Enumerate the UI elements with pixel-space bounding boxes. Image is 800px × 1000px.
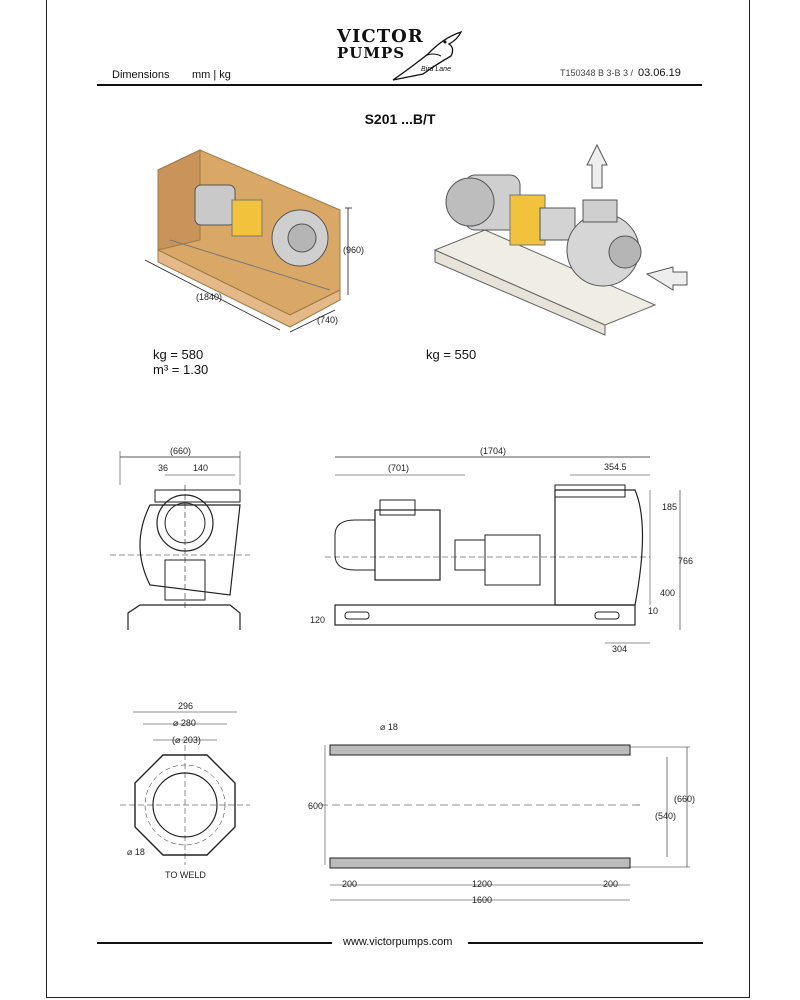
flange-pcd-dim: ⌀ 280 (173, 718, 196, 728)
crate-height-dim: (960) (343, 245, 365, 255)
doc-reference: T150348 B 3-B 3 / (560, 68, 634, 78)
baseplate-length-dim: 1600 (472, 895, 493, 905)
outlet-offset-dim: 354.5 (604, 462, 627, 472)
units-label: mm | kg (192, 69, 231, 81)
baseplate-right-dim: 200 (603, 879, 619, 889)
front-flange-dim: 140 (193, 463, 209, 473)
outlet-height-dim: 185 (662, 502, 678, 512)
outlet-arrow-icon (586, 143, 608, 189)
base-height-dim: 120 (310, 615, 326, 625)
baseplate-inner-dim: (540) (655, 811, 677, 821)
doc-date: 03.06.19 (638, 67, 681, 79)
packed-pump-illustration (144, 149, 352, 333)
motor-length-dim: (701) (388, 463, 410, 473)
flange-bore-dim: (⌀ 203) (172, 735, 201, 745)
section-label: Dimensions (112, 69, 170, 81)
side-length-dim: (1704) (480, 446, 507, 456)
flange-note: TO WELD (165, 870, 206, 880)
crate-length-dim: (1840) (196, 292, 223, 302)
footer-url[interactable]: www.victorpumps.com (343, 936, 453, 948)
pump-weight: kg = 550 (426, 347, 477, 362)
footer-rule-left (97, 942, 332, 944)
baseplate-width-dim: 600 (308, 801, 324, 811)
baseplate-drawing (320, 744, 690, 901)
foot-dim: 304 (612, 644, 628, 654)
flange-drawing (120, 711, 250, 865)
packed-volume: m³ = 1.30 (153, 362, 209, 377)
flange-outer-dim: 296 (178, 701, 194, 711)
flange-hole-dim: ⌀ 18 (127, 847, 145, 857)
crate-width-dim: (740) (317, 315, 339, 325)
front-offset-dim: 36 (158, 463, 169, 473)
total-height-dim: 766 (678, 556, 694, 566)
base-offset-dim: 10 (648, 606, 659, 616)
header-rule (97, 84, 702, 86)
baseplate-outer-dim: (660) (674, 794, 696, 804)
baseplate-left-dim: 200 (342, 879, 358, 889)
pump-illustration (433, 143, 688, 336)
bird-logo-icon (392, 30, 463, 81)
front-width-dim: (660) (170, 446, 192, 456)
side-view-drawing (325, 456, 681, 644)
victor-pumps-logo: VICTOR PUMPS Bird Lane (333, 26, 473, 82)
page-title: S201 ...B/T (364, 111, 436, 127)
baseplate-mid-dim: 1200 (472, 879, 493, 889)
drawing-sheet (46, 0, 750, 998)
baseplate-hole-dim: ⌀ 18 (380, 722, 398, 732)
footer-rule-right (468, 942, 703, 944)
center-height-dim: 400 (660, 588, 676, 598)
front-view-drawing (110, 451, 250, 630)
inlet-arrow-icon (645, 266, 688, 291)
packed-weight: kg = 580 (153, 347, 204, 362)
